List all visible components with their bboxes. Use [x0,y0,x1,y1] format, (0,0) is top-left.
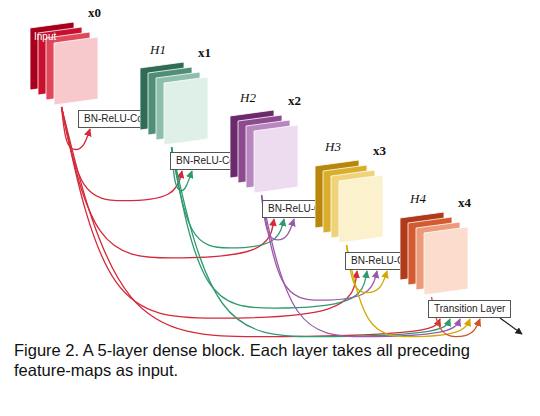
input-label: Input [34,31,56,42]
feature-map-label: x3 [373,143,386,159]
feature-map-stack: x1 [140,62,210,147]
feature-map-label: x2 [288,93,301,109]
feature-map-label: x4 [458,195,471,211]
feature-map [339,175,383,243]
feature-map-label: x1 [198,45,211,61]
dense-connection [62,107,441,337]
dense-connection [62,107,358,318]
feature-map-stack: x2 [230,110,300,195]
feature-map-planes [400,212,470,297]
feature-map-planes [315,160,385,245]
layer-symbol: H4 [410,191,426,207]
layer-symbol: H2 [240,90,256,106]
feature-map-stack: x3 [315,160,385,245]
layer-box: Transition Layer [428,300,511,318]
feature-map-stack: x4 [400,212,470,297]
feature-map [164,77,208,145]
feature-map-planes [230,110,300,195]
figure-caption: Figure 2. A 5-layer dense block. Each la… [14,340,519,380]
layer-symbol: H3 [325,139,341,155]
output-arrow [500,318,522,334]
feature-map [54,37,98,105]
layer-name: Transition Layer [434,303,505,314]
layer-symbol: H1 [150,42,166,58]
feature-map [254,125,298,193]
feature-map-planes [140,62,210,147]
feature-map-label: x0 [88,5,101,21]
feature-map [424,227,468,295]
feature-map-stack: Inputx0 [30,22,100,107]
